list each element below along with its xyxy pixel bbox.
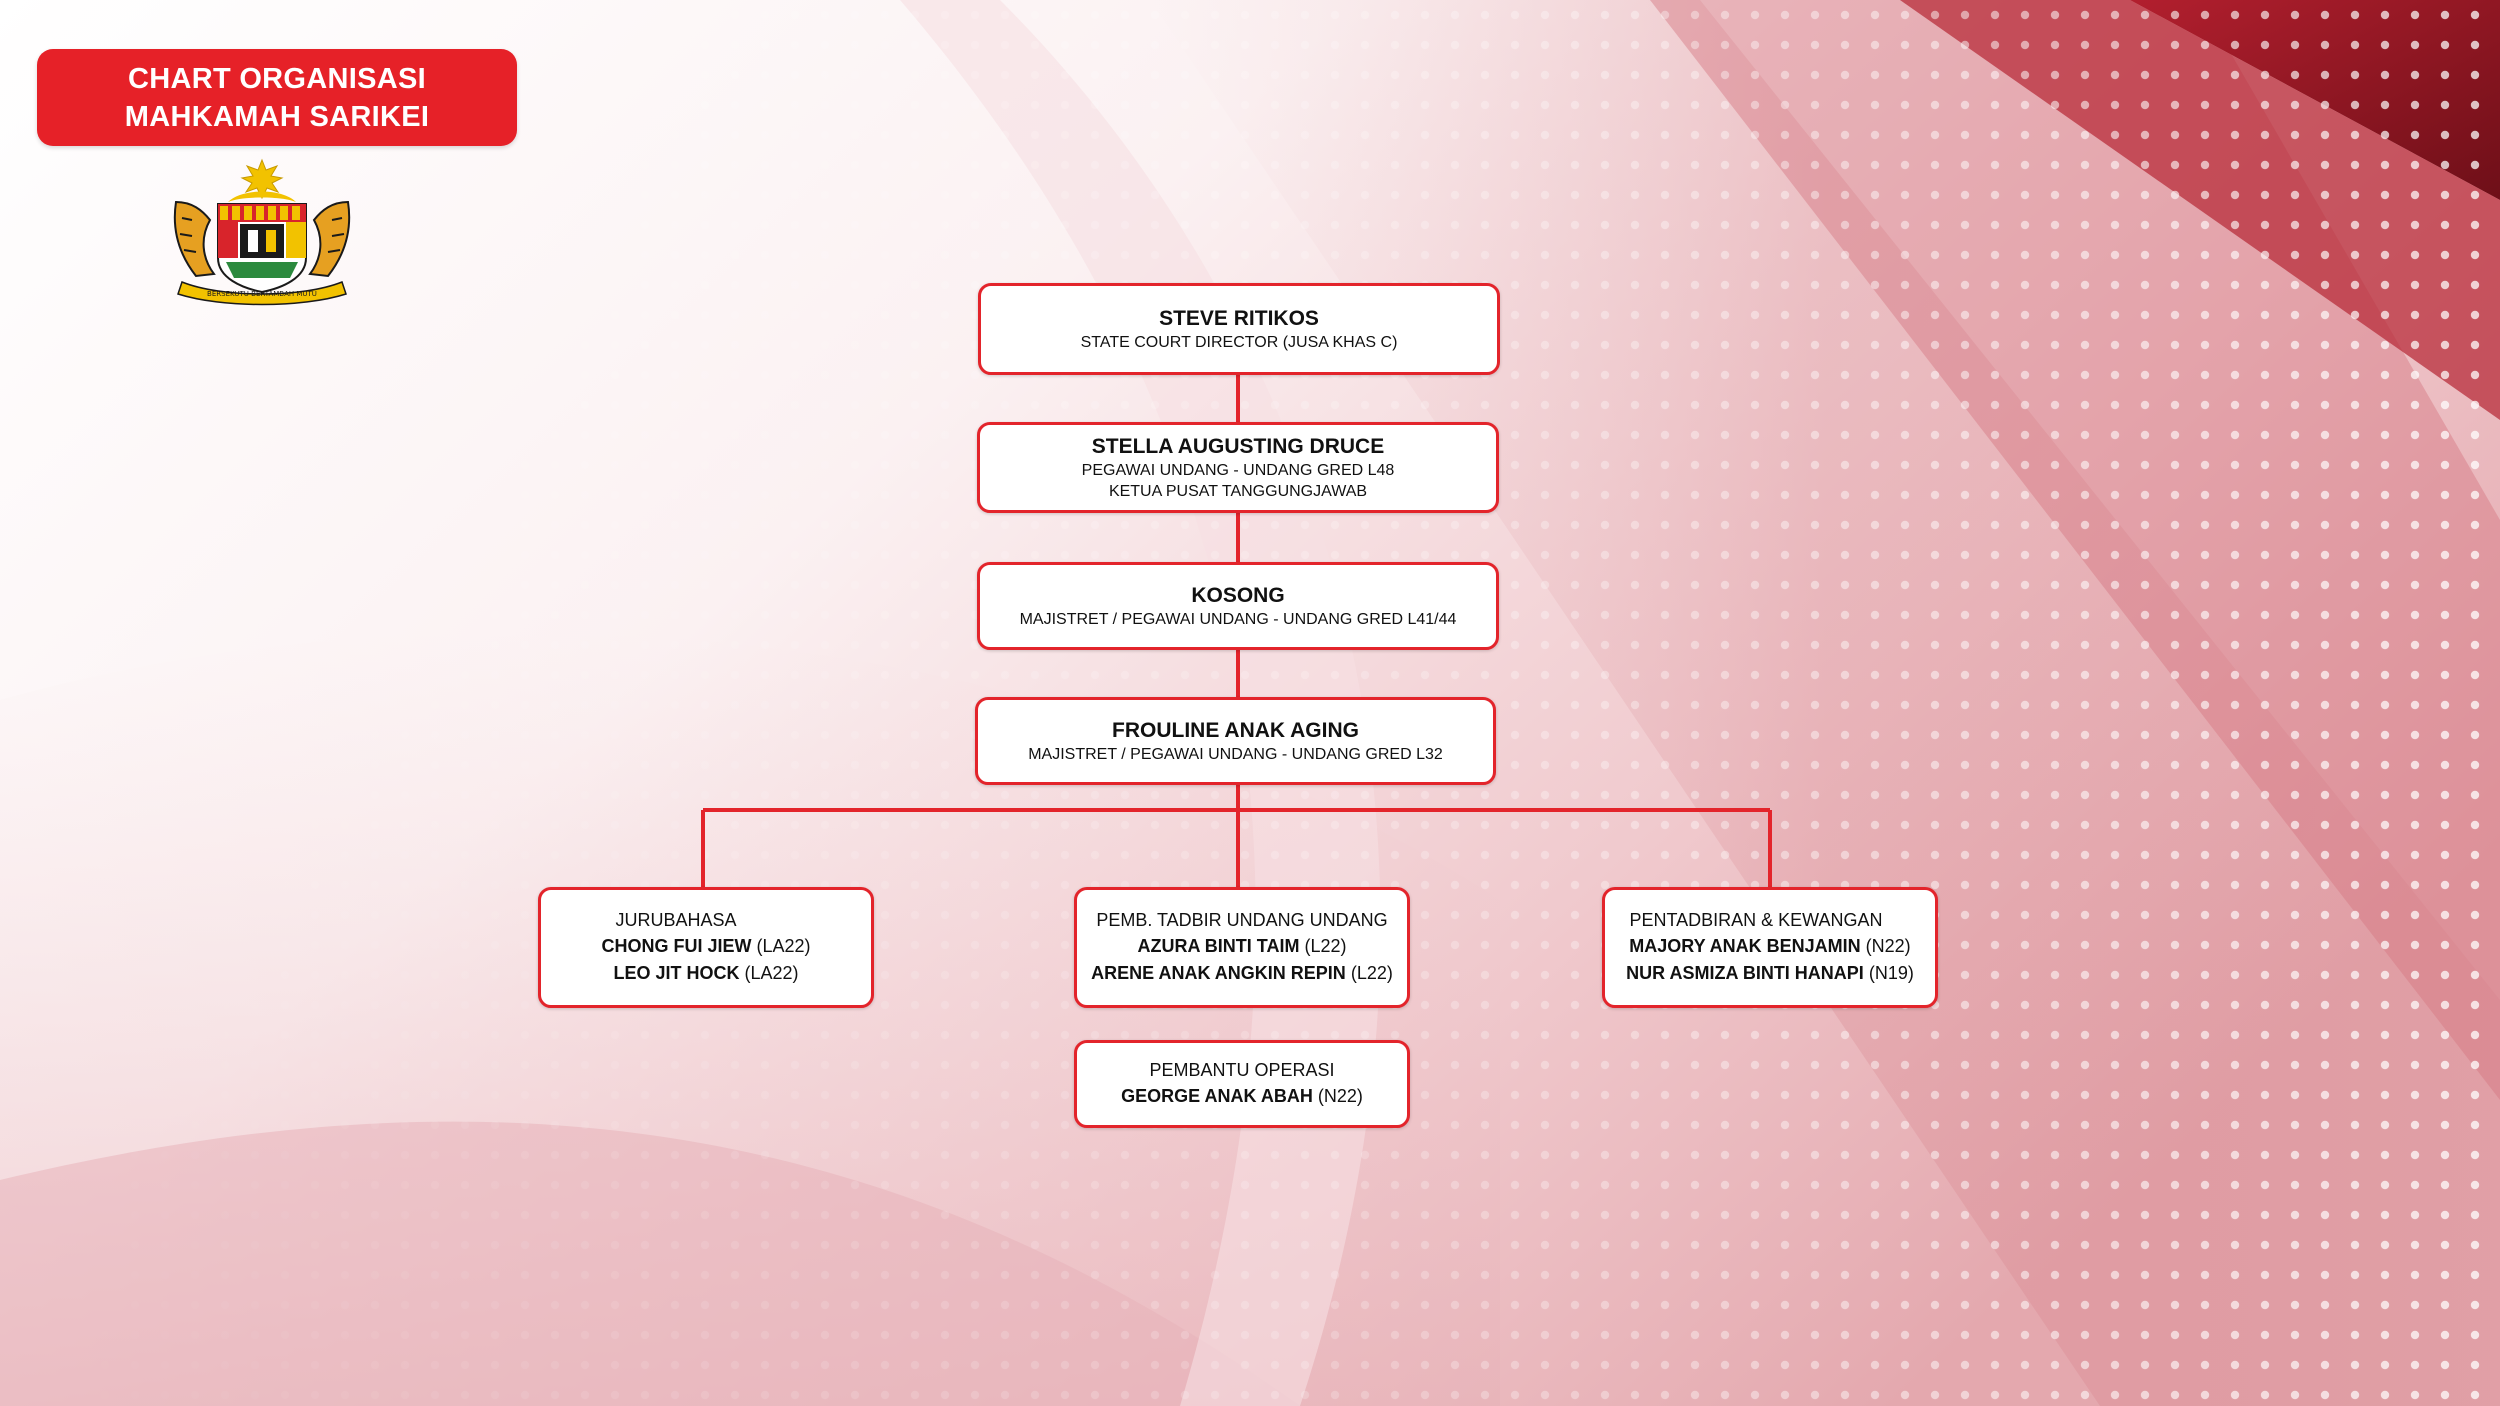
crest-motto: BERSEKUTU BERTAMBAH MUTU (207, 290, 317, 298)
unit-title: PEMBANTU OPERASI (1149, 1060, 1335, 1080)
unit-member: ARENE ANAK ANGKIN REPIN (L22) (1091, 963, 1393, 983)
unit-member: GEORGE ANAK ABAH (N22) (1121, 1086, 1363, 1106)
org-unit-pemb-tadbir: PEMB. TADBIR UNDANG UNDANG AZURA BINTI T… (1074, 887, 1410, 1008)
chart-title-banner: CHART ORGANISASI MAHKAMAH SARIKEI (37, 49, 517, 146)
node-role: STATE COURT DIRECTOR (JUSA KHAS C) (1080, 333, 1398, 351)
org-unit-pentadbiran: PENTADBIRAN & KEWANGAN MAJORY ANAK BENJA… (1602, 887, 1938, 1008)
unit-member: NUR ASMIZA BINTI HANAPI (N19) (1626, 963, 1914, 983)
unit-member: AZURA BINTI TAIM (L22) (1137, 936, 1347, 956)
chart-title-line1: CHART ORGANISASI (127, 62, 427, 95)
unit-title: PEMB. TADBIR UNDANG UNDANG (1096, 910, 1388, 930)
chart-title-line2: MAHKAMAH SARIKEI (124, 100, 430, 133)
unit-title: JURUBAHASA (615, 910, 737, 930)
node-name: KOSONG (1191, 583, 1285, 607)
org-unit-pembantu-operasi: PEMBANTU OPERASI GEORGE ANAK ABAH (N22) (1074, 1040, 1410, 1128)
node-role: MAJISTRET / PEGAWAI UNDANG - UNDANG GRED… (1019, 610, 1457, 628)
node-name: STELLA AUGUSTING DRUCE (1091, 434, 1385, 458)
node-role: MAJISTRET / PEGAWAI UNDANG - UNDANG GRED… (1028, 745, 1443, 763)
unit-member: LEO JIT HOCK (LA22) (613, 963, 799, 983)
node-name: STEVE RITIKOS (1159, 306, 1319, 330)
node-role: PEGAWAI UNDANG - UNDANG GRED L48 (1081, 461, 1395, 479)
org-unit-jurubahasa: JURUBAHASA CHONG FUI JIEW (LA22) LEO JIT… (538, 887, 874, 1008)
unit-member: CHONG FUI JIEW (LA22) (601, 936, 811, 956)
org-node-magistrate-l32: FROULINE ANAK AGING MAJISTRET / PEGAWAI … (975, 697, 1496, 785)
org-node-magistrate-l41-44: KOSONG MAJISTRET / PEGAWAI UNDANG - UNDA… (977, 562, 1499, 650)
coat-of-arms-icon: BERSEKUTU BERTAMBAH MUTU (173, 158, 351, 306)
unit-title: PENTADBIRAN & KEWANGAN (1629, 910, 1883, 930)
org-node-legal-officer-l48: STELLA AUGUSTING DRUCE PEGAWAI UNDANG - … (977, 422, 1499, 513)
org-node-director: STEVE RITIKOS STATE COURT DIRECTOR (JUSA… (978, 283, 1500, 375)
unit-member: MAJORY ANAK BENJAMIN (N22) (1629, 936, 1911, 956)
node-role: KETUA PUSAT TANGGUNGJAWAB (1108, 482, 1368, 500)
node-name: FROULINE ANAK AGING (1112, 718, 1359, 742)
